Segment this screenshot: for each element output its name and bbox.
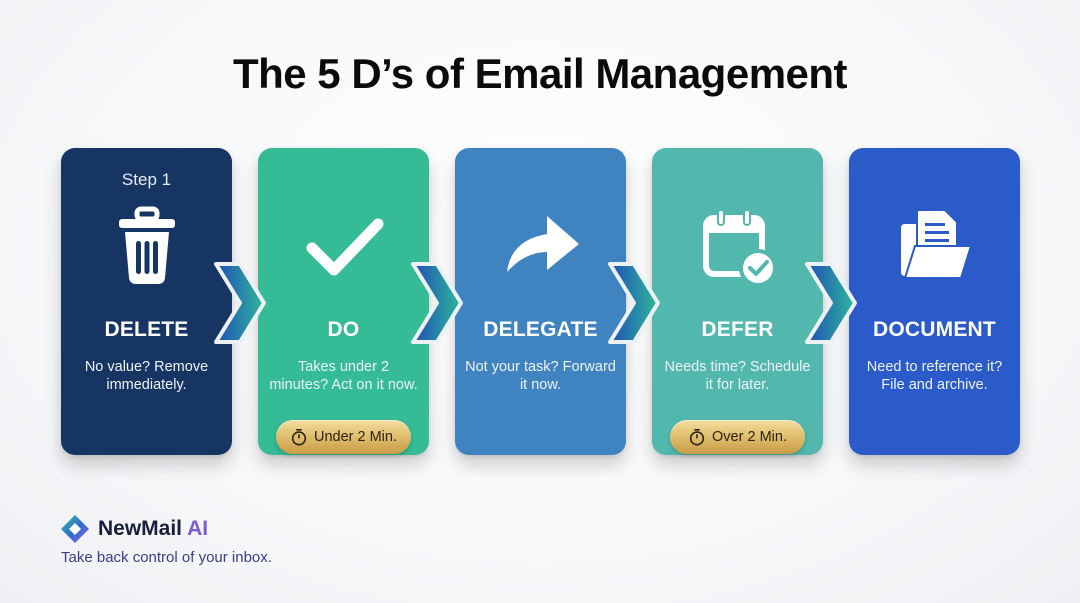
time-badge: Over 2 Min. bbox=[670, 420, 805, 454]
card-title: DO bbox=[327, 318, 360, 341]
card-description: No value? Remove immediately. bbox=[84, 359, 209, 393]
chevron-right-icon bbox=[214, 262, 266, 344]
card-delete: Step 1 DELETE No value? Remove immediate… bbox=[61, 148, 232, 455]
newmail-logo-icon bbox=[61, 515, 89, 543]
card-description: Not your task? Forward it now. bbox=[465, 359, 616, 393]
time-badge: Under 2 Min. bbox=[276, 420, 411, 454]
chevron-right-icon bbox=[608, 262, 660, 344]
card-document: DOCUMENT Need to reference it? File and … bbox=[849, 148, 1020, 455]
card-title: DEFER bbox=[701, 318, 774, 341]
card-description: Takes under 2 minutes? Act on it now. bbox=[269, 359, 418, 393]
chevron-right-icon bbox=[411, 262, 463, 344]
card-defer: DEFER Needs time? Schedule it for later.… bbox=[652, 148, 823, 455]
card-description: Needs time? Schedule it for later. bbox=[664, 359, 811, 393]
checkmark-icon bbox=[306, 218, 383, 276]
forward-arrow-icon bbox=[506, 216, 579, 272]
card-title: DOCUMENT bbox=[873, 318, 996, 341]
stopwatch-icon bbox=[689, 428, 705, 446]
folder-document-icon bbox=[900, 209, 972, 279]
card-description: Need to reference it? File and archive. bbox=[866, 359, 1003, 393]
brand-logo: NewMail AI bbox=[60, 514, 208, 544]
card-delegate: DELEGATE Not your task? Forward it now. bbox=[455, 148, 626, 455]
chevron-right-icon bbox=[805, 262, 857, 344]
badge-label: Over 2 Min. bbox=[712, 429, 787, 445]
step-label: Step 1 bbox=[121, 170, 172, 189]
badge-label: Under 2 Min. bbox=[313, 429, 397, 445]
brand-name: NewMail AI bbox=[98, 517, 209, 540]
card-do: DO Takes under 2 minutes? Act on it now.… bbox=[258, 148, 429, 455]
card-title: DELEGATE bbox=[483, 318, 598, 341]
page-title: The 5 D’s of Email Management bbox=[232, 50, 848, 97]
calendar-check-icon bbox=[702, 209, 777, 286]
brand-tagline: Take back control of your inbox. bbox=[61, 549, 272, 566]
stopwatch-icon bbox=[291, 428, 307, 446]
card-title: DELETE bbox=[104, 318, 189, 341]
trash-icon bbox=[118, 206, 175, 284]
